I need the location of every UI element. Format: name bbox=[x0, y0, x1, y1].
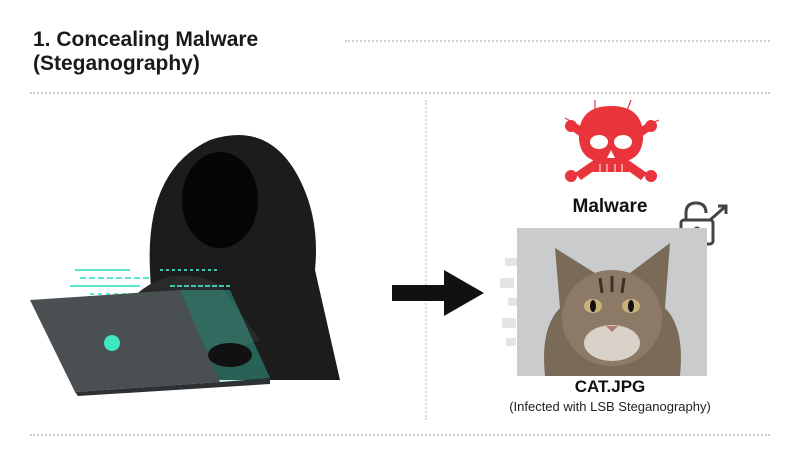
apple-logo-icon bbox=[104, 335, 120, 351]
divider-bottom bbox=[30, 434, 770, 436]
title-line-1: 1. Concealing Malware bbox=[33, 28, 259, 51]
divider-header bbox=[30, 92, 770, 94]
hand bbox=[208, 343, 252, 367]
laptop-base bbox=[75, 378, 270, 396]
divider-top-right bbox=[345, 40, 770, 42]
divider-vertical bbox=[425, 100, 427, 420]
title-line-2: (Steganography) bbox=[33, 52, 200, 75]
pixel-noise bbox=[500, 258, 518, 346]
hood-face bbox=[182, 152, 258, 248]
cat-image bbox=[500, 228, 707, 376]
file-name: CAT.JPG bbox=[574, 377, 646, 396]
skull-crossbones-icon bbox=[564, 99, 660, 182]
file-description: (Infected with LSB Steganography) bbox=[509, 399, 711, 414]
laptop-lid bbox=[30, 290, 220, 392]
malware-label: Malware bbox=[572, 196, 648, 217]
hooded-hacker-illustration bbox=[30, 135, 340, 396]
right-arrow-icon bbox=[392, 270, 484, 316]
page-title: 1. Concealing Malware (Steganography) bbox=[33, 28, 258, 76]
